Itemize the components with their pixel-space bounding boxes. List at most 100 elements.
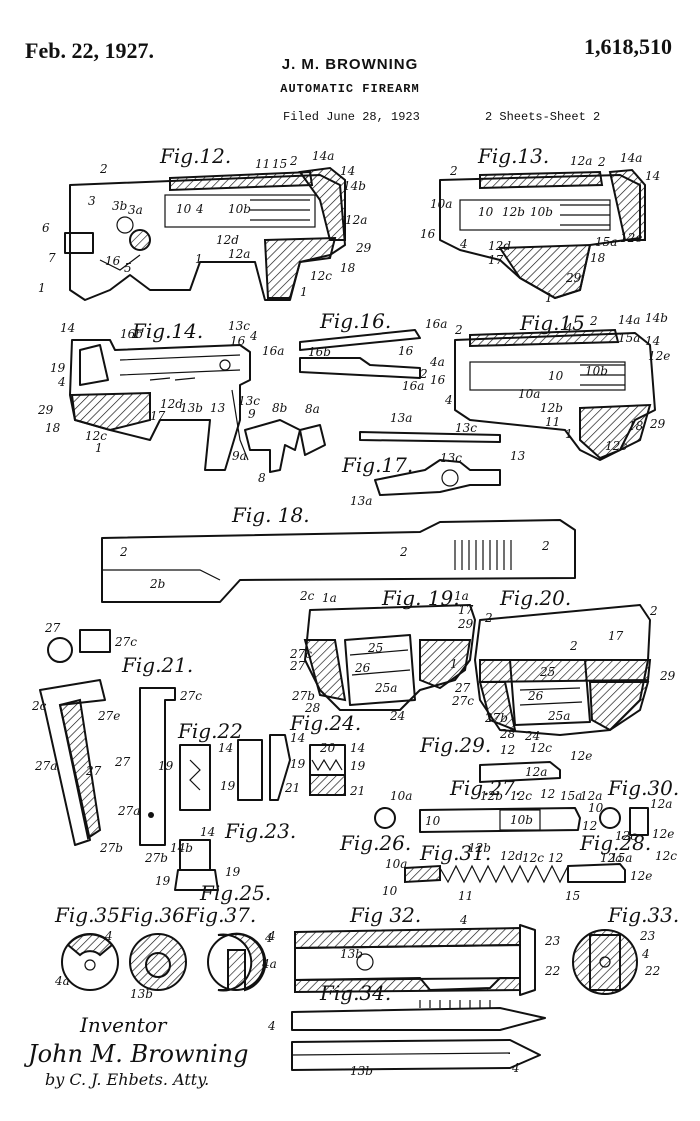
svg-text:17: 17	[608, 629, 624, 643]
svg-text:2: 2	[541, 539, 550, 553]
svg-text:12e: 12e	[648, 349, 670, 363]
svg-text:19: 19	[350, 759, 366, 773]
svg-text:2: 2	[449, 164, 458, 178]
svg-text:13c: 13c	[455, 421, 477, 435]
svg-text:2: 2	[569, 639, 578, 653]
svg-text:29: 29	[659, 669, 676, 683]
svg-text:26: 26	[527, 689, 544, 703]
svg-text:1: 1	[565, 427, 573, 441]
svg-text:12: 12	[548, 851, 563, 865]
inventor-signature: Inventor John M. Browning by C. J. Ehbet…	[23, 1013, 249, 1089]
svg-text:16: 16	[230, 334, 246, 348]
svg-text:20: 20	[319, 741, 336, 755]
svg-text:4: 4	[511, 1061, 520, 1075]
svg-text:25a: 25a	[374, 681, 397, 695]
svg-text:10b: 10b	[510, 813, 533, 827]
svg-text:15a: 15a	[560, 789, 582, 803]
svg-text:9a: 9a	[232, 449, 247, 463]
svg-text:27a: 27a	[34, 759, 57, 773]
fig-13-label: Fig.13.	[477, 144, 549, 168]
svg-text:12a: 12a	[650, 797, 672, 811]
svg-text:13: 13	[210, 401, 226, 415]
svg-text:10: 10	[588, 801, 604, 815]
patent-number: 1,618,510	[584, 34, 672, 59]
svg-text:2: 2	[589, 314, 598, 328]
svg-text:1: 1	[95, 441, 103, 455]
svg-text:17: 17	[458, 603, 474, 617]
svg-text:27b: 27b	[144, 851, 168, 865]
svg-text:12a: 12a	[228, 247, 250, 261]
svg-text:27: 27	[114, 755, 131, 769]
svg-text:2: 2	[597, 155, 606, 169]
svg-text:19: 19	[155, 874, 171, 888]
svg-text:3a: 3a	[128, 203, 143, 217]
fig-33-label: Fig.33.	[607, 903, 679, 927]
svg-text:25: 25	[539, 665, 555, 679]
svg-text:14a: 14a	[620, 151, 642, 165]
svg-text:23: 23	[544, 934, 561, 948]
svg-text:10: 10	[382, 884, 398, 898]
fig-21-label: Fig.21.	[121, 653, 193, 677]
svg-text:4: 4	[267, 1019, 276, 1033]
svg-text:25a: 25a	[547, 709, 570, 723]
svg-text:29: 29	[649, 417, 666, 431]
svg-text:18: 18	[45, 421, 61, 435]
svg-text:13b: 13b	[130, 987, 153, 1001]
svg-text:4: 4	[641, 947, 650, 961]
svg-text:16a: 16a	[402, 379, 424, 393]
svg-text:2: 2	[399, 545, 408, 559]
svg-text:8: 8	[258, 471, 266, 485]
svg-text:4: 4	[444, 393, 453, 407]
svg-text:15a: 15a	[595, 235, 617, 249]
svg-text:12b: 12b	[502, 205, 525, 219]
svg-text:27c: 27c	[451, 694, 474, 708]
svg-text:10: 10	[176, 202, 192, 216]
svg-text:16a: 16a	[425, 317, 447, 331]
svg-text:14: 14	[350, 741, 365, 755]
svg-text:4: 4	[249, 329, 258, 343]
svg-text:16a: 16a	[262, 344, 284, 358]
svg-text:13b: 13b	[350, 1064, 373, 1078]
svg-text:29: 29	[355, 241, 372, 255]
svg-text:2: 2	[99, 162, 108, 176]
svg-text:9: 9	[248, 407, 256, 421]
svg-text:22: 22	[544, 964, 560, 978]
svg-text:12a: 12a	[580, 789, 602, 803]
svg-text:27c: 27c	[179, 689, 202, 703]
svg-text:12a: 12a	[525, 765, 547, 779]
svg-text:4: 4	[564, 321, 573, 335]
svg-text:2: 2	[484, 611, 493, 625]
svg-text:12c: 12c	[530, 741, 552, 755]
fig-26-label: Fig.26.	[339, 831, 411, 855]
svg-text:29: 29	[565, 271, 582, 285]
svg-text:14a: 14a	[618, 313, 640, 327]
fig-22-label: Fig.22	[177, 719, 243, 743]
fig-24-label: Fig.24.	[289, 711, 361, 735]
svg-text:12c: 12c	[310, 269, 332, 283]
svg-text:27: 27	[44, 621, 61, 635]
fig-20-label: Fig.20.	[499, 586, 571, 610]
fig-23-label: Fig.23.	[224, 819, 296, 843]
svg-text:29: 29	[457, 617, 474, 631]
svg-text:10: 10	[548, 369, 564, 383]
svg-text:12d: 12d	[488, 239, 511, 253]
svg-text:25: 25	[367, 641, 383, 655]
patent-date: Feb. 22, 1927.	[25, 38, 154, 63]
svg-text:12: 12	[540, 787, 555, 801]
svg-text:26: 26	[354, 661, 371, 675]
svg-text:13b: 13b	[180, 401, 203, 415]
svg-text:18: 18	[340, 261, 356, 275]
fig-17-label: Fig.17.	[341, 453, 413, 477]
svg-text:2b: 2b	[149, 577, 165, 591]
svg-text:16: 16	[105, 254, 121, 268]
svg-text:14: 14	[200, 825, 215, 839]
fig-31-label: Fig.31.	[419, 841, 491, 865]
